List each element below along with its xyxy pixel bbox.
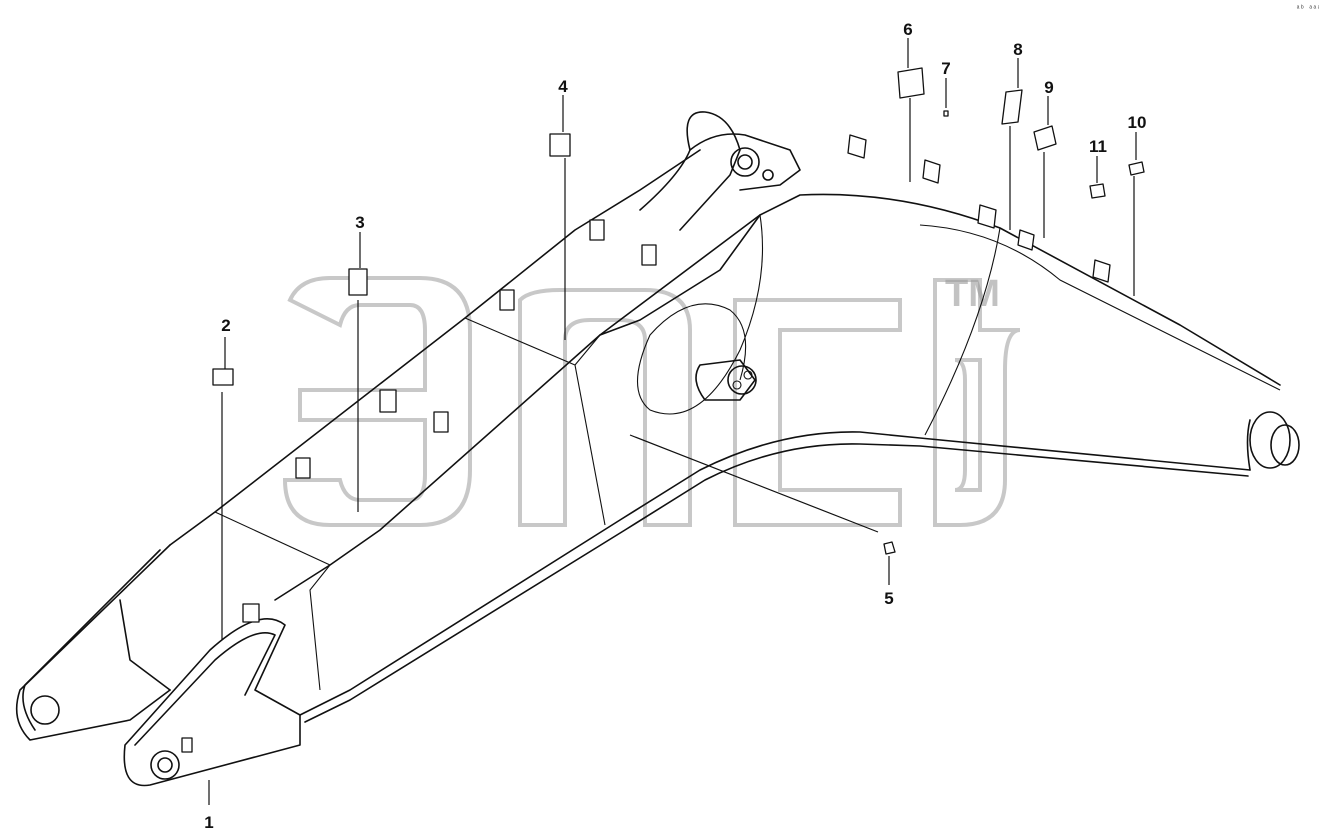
callout-3: 3 bbox=[355, 213, 364, 232]
part-5 bbox=[883, 541, 896, 555]
callout-11: 11 bbox=[1089, 137, 1107, 156]
part-11 bbox=[1089, 183, 1106, 199]
exploded-parts bbox=[212, 67, 1145, 555]
callout-10: 10 bbox=[1128, 113, 1147, 132]
part-7 bbox=[943, 110, 949, 117]
callout-9: 9 bbox=[1044, 78, 1053, 97]
leader-lines bbox=[208, 38, 1137, 805]
watermark-logo: TM bbox=[282, 273, 1021, 527]
part-6 bbox=[897, 67, 925, 99]
callout-6: 6 bbox=[903, 20, 912, 39]
boom-body bbox=[15, 111, 1300, 787]
corner-mark: ᵃᵇ ᵃᵃᵃ bbox=[1296, 5, 1319, 13]
callout-4: 4 bbox=[558, 77, 568, 96]
part-2 bbox=[212, 368, 234, 386]
callout-7: 7 bbox=[941, 59, 950, 78]
callout-2: 2 bbox=[221, 316, 230, 335]
part-10 bbox=[1128, 161, 1145, 176]
part-8 bbox=[1001, 89, 1023, 125]
callout-labels: 1 2 3 4 5 6 7 8 9 10 11 bbox=[204, 20, 1146, 832]
callout-5: 5 bbox=[884, 589, 893, 608]
part-9 bbox=[1033, 125, 1057, 151]
callout-1: 1 bbox=[204, 813, 213, 832]
watermark-tm: TM bbox=[945, 273, 1000, 315]
callout-8: 8 bbox=[1013, 40, 1022, 59]
fittings-on-boom bbox=[181, 134, 1111, 753]
part-3 bbox=[348, 268, 368, 296]
part-4 bbox=[549, 133, 571, 157]
